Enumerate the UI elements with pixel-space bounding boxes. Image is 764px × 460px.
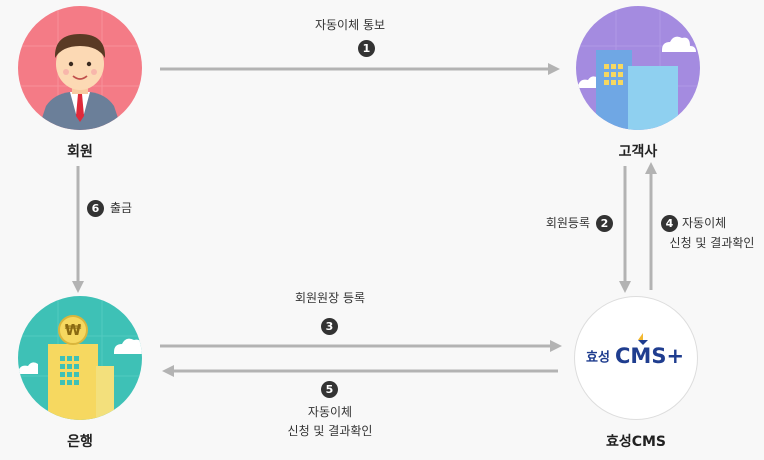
step-2-badge: 2 bbox=[596, 215, 613, 232]
arrowhead-6 bbox=[72, 281, 84, 293]
arrowhead-1 bbox=[548, 63, 560, 75]
arrowhead-3 bbox=[550, 340, 562, 352]
arrowhead-2 bbox=[619, 281, 631, 293]
member-node bbox=[18, 6, 142, 130]
logo-brand: 효성 bbox=[586, 350, 610, 366]
step-4-label-line1: 자동이체 bbox=[682, 216, 727, 230]
bank-building-icon: ₩ bbox=[18, 296, 142, 420]
member-label: 회원 bbox=[67, 144, 93, 160]
arrowhead-5 bbox=[162, 365, 174, 377]
step-1-badge: 1 bbox=[358, 40, 375, 57]
step-2-label: 회원등록 bbox=[545, 216, 590, 230]
step-4-label-line2: 신청 및 결과확인 bbox=[669, 236, 755, 250]
step-6-badge: 6 bbox=[87, 200, 104, 217]
customer-label: 고객사 bbox=[618, 144, 658, 160]
cms-node: 효성 CMS+ bbox=[574, 296, 698, 420]
step-3-label: 회원원장 등록 bbox=[294, 291, 366, 305]
step-6-label: 출금 bbox=[110, 201, 133, 215]
bank-node: ₩ bbox=[18, 296, 142, 420]
building-icon bbox=[576, 6, 700, 130]
step-5-badge: 5 bbox=[321, 381, 338, 398]
person-icon bbox=[18, 6, 142, 130]
step-4-badge: 4 bbox=[661, 215, 678, 232]
step-3-badge: 3 bbox=[321, 318, 338, 335]
logo-product: CMS+ bbox=[615, 344, 685, 368]
step-5-label-line2: 신청 및 결과확인 bbox=[287, 424, 373, 438]
customer-node bbox=[576, 6, 700, 130]
won-icon: ₩ bbox=[65, 321, 82, 339]
bank-label: 은행 bbox=[67, 434, 93, 450]
cms-logo: 효성 CMS+ bbox=[586, 333, 685, 368]
arrowhead-4 bbox=[645, 162, 657, 174]
logo-mark-icon bbox=[638, 333, 649, 345]
step-1-label: 자동이체 통보 bbox=[314, 18, 386, 32]
cms-label: 효성CMS bbox=[605, 434, 667, 450]
step-5-label-line1: 자동이체 bbox=[307, 405, 353, 419]
